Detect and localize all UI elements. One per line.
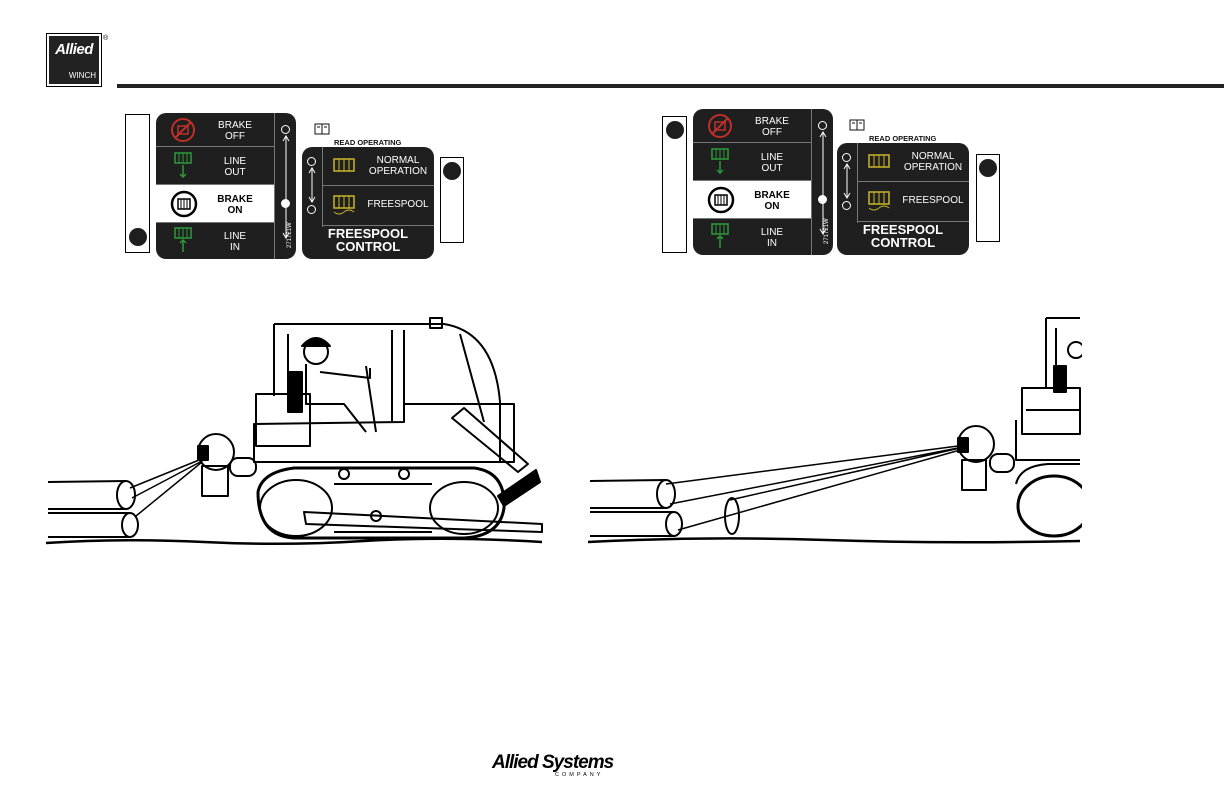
allied-systems-logo: Allied Systems COMPANY <box>492 752 618 776</box>
book-icon <box>849 119 867 133</box>
detent-ring-lower <box>307 205 316 214</box>
normal-operation-label: NORMAL OPERATION <box>364 155 432 177</box>
brake-on-icon <box>707 186 735 214</box>
freespool-control-title: FREESPOOL CONTROL <box>302 227 434 253</box>
freespool-rail-right <box>837 143 858 223</box>
spool-normal-icon <box>332 156 356 174</box>
lever-knob-right <box>666 121 684 139</box>
line-out-label: LINE OUT <box>737 152 807 174</box>
logo-bottom-text: WINCH <box>49 63 99 84</box>
detent-ring-top <box>818 121 827 130</box>
brake-off-label: BRAKE OFF <box>737 116 807 138</box>
line-in-icon <box>172 226 194 254</box>
spool-normal-icon <box>867 152 891 170</box>
part-number: 271721W <box>824 218 830 244</box>
detent-ring-upper <box>307 157 316 166</box>
line-out-icon <box>709 147 731 175</box>
lever-position-box-right <box>662 116 687 253</box>
row-line-out: LINE OUT <box>156 147 274 185</box>
detent-ring-middle <box>281 199 290 208</box>
freespool-position-box-left <box>440 157 464 243</box>
freespool-control-plate-left: NORMAL OPERATION FREESPOOL FREESPOOL CON… <box>302 147 434 259</box>
brake-off-icon <box>707 113 733 139</box>
freespool-label: FREESPOOL <box>364 199 432 210</box>
part-number: 271721W <box>287 222 293 248</box>
brake-on-label: BRAKE ON <box>737 190 807 212</box>
brake-control-plate-right: BRAKE OFF LINE OUT BRAKE ON LINE IN <box>693 109 833 255</box>
lever-rail-right <box>811 109 834 255</box>
registered-mark: ® <box>103 35 108 42</box>
freespool-control-plate-right: NORMAL OPERATION FREESPOOL FREESPOOL CON… <box>837 143 969 255</box>
lever-position-box-left <box>125 114 150 253</box>
freespool-arrow-icon <box>843 163 851 199</box>
spool-free-icon <box>867 189 891 213</box>
lever-rail-left <box>274 113 297 259</box>
brake-control-plate-left: BRAKE OFF LINE OUT BRAKE ON LINE IN <box>156 113 296 259</box>
brake-off-label: BRAKE OFF <box>200 120 270 142</box>
row-normal-operation: NORMAL OPERATION <box>857 143 969 182</box>
row-line-in: LINE IN <box>156 223 274 259</box>
freespool-knob-right <box>979 159 997 177</box>
lever-knob-left <box>129 228 147 246</box>
detent-ring-middle <box>818 195 827 204</box>
brake-on-label: BRAKE ON <box>200 194 270 216</box>
freespool-arrow-icon <box>308 167 316 203</box>
line-in-label: LINE IN <box>200 231 270 253</box>
detent-ring-upper <box>842 153 851 162</box>
freespool-rail-left <box>302 147 323 227</box>
dozer-winching-illustration-left <box>44 312 544 550</box>
row-freespool: FREESPOOL <box>322 185 434 226</box>
brake-on-icon <box>170 190 198 218</box>
line-out-label: LINE OUT <box>200 156 270 178</box>
line-in-icon <box>709 222 731 250</box>
detent-ring-lower <box>842 201 851 210</box>
brake-off-icon <box>170 117 196 143</box>
detent-ring-top <box>281 125 290 134</box>
line-out-icon <box>172 151 194 179</box>
row-brake-on: BRAKE ON <box>693 181 811 219</box>
row-line-out: LINE OUT <box>693 143 811 181</box>
freespool-label: FREESPOOL <box>899 195 967 206</box>
line-in-label: LINE IN <box>737 227 807 249</box>
allied-winch-logo: Allied WINCH <box>46 33 102 87</box>
company-sub: COMPANY <box>555 772 603 778</box>
freespool-position-box-right <box>976 154 1000 242</box>
freespool-knob-left <box>443 162 461 180</box>
book-icon <box>314 123 332 137</box>
freespool-control-title: FREESPOOL CONTROL <box>837 223 969 249</box>
row-brake-on: BRAKE ON <box>156 185 274 223</box>
dozer-winching-illustration-right <box>586 314 1082 548</box>
row-brake-off: BRAKE OFF <box>156 113 274 147</box>
company-name: Allied Systems <box>492 752 613 774</box>
row-line-in: LINE IN <box>693 219 811 255</box>
logo-top-text: Allied <box>49 36 99 63</box>
header-rule <box>117 84 1224 88</box>
normal-operation-label: NORMAL OPERATION <box>899 151 967 173</box>
row-normal-operation: NORMAL OPERATION <box>322 147 434 186</box>
spool-free-icon <box>332 193 356 217</box>
row-freespool: FREESPOOL <box>857 181 969 222</box>
row-brake-off: BRAKE OFF <box>693 109 811 143</box>
